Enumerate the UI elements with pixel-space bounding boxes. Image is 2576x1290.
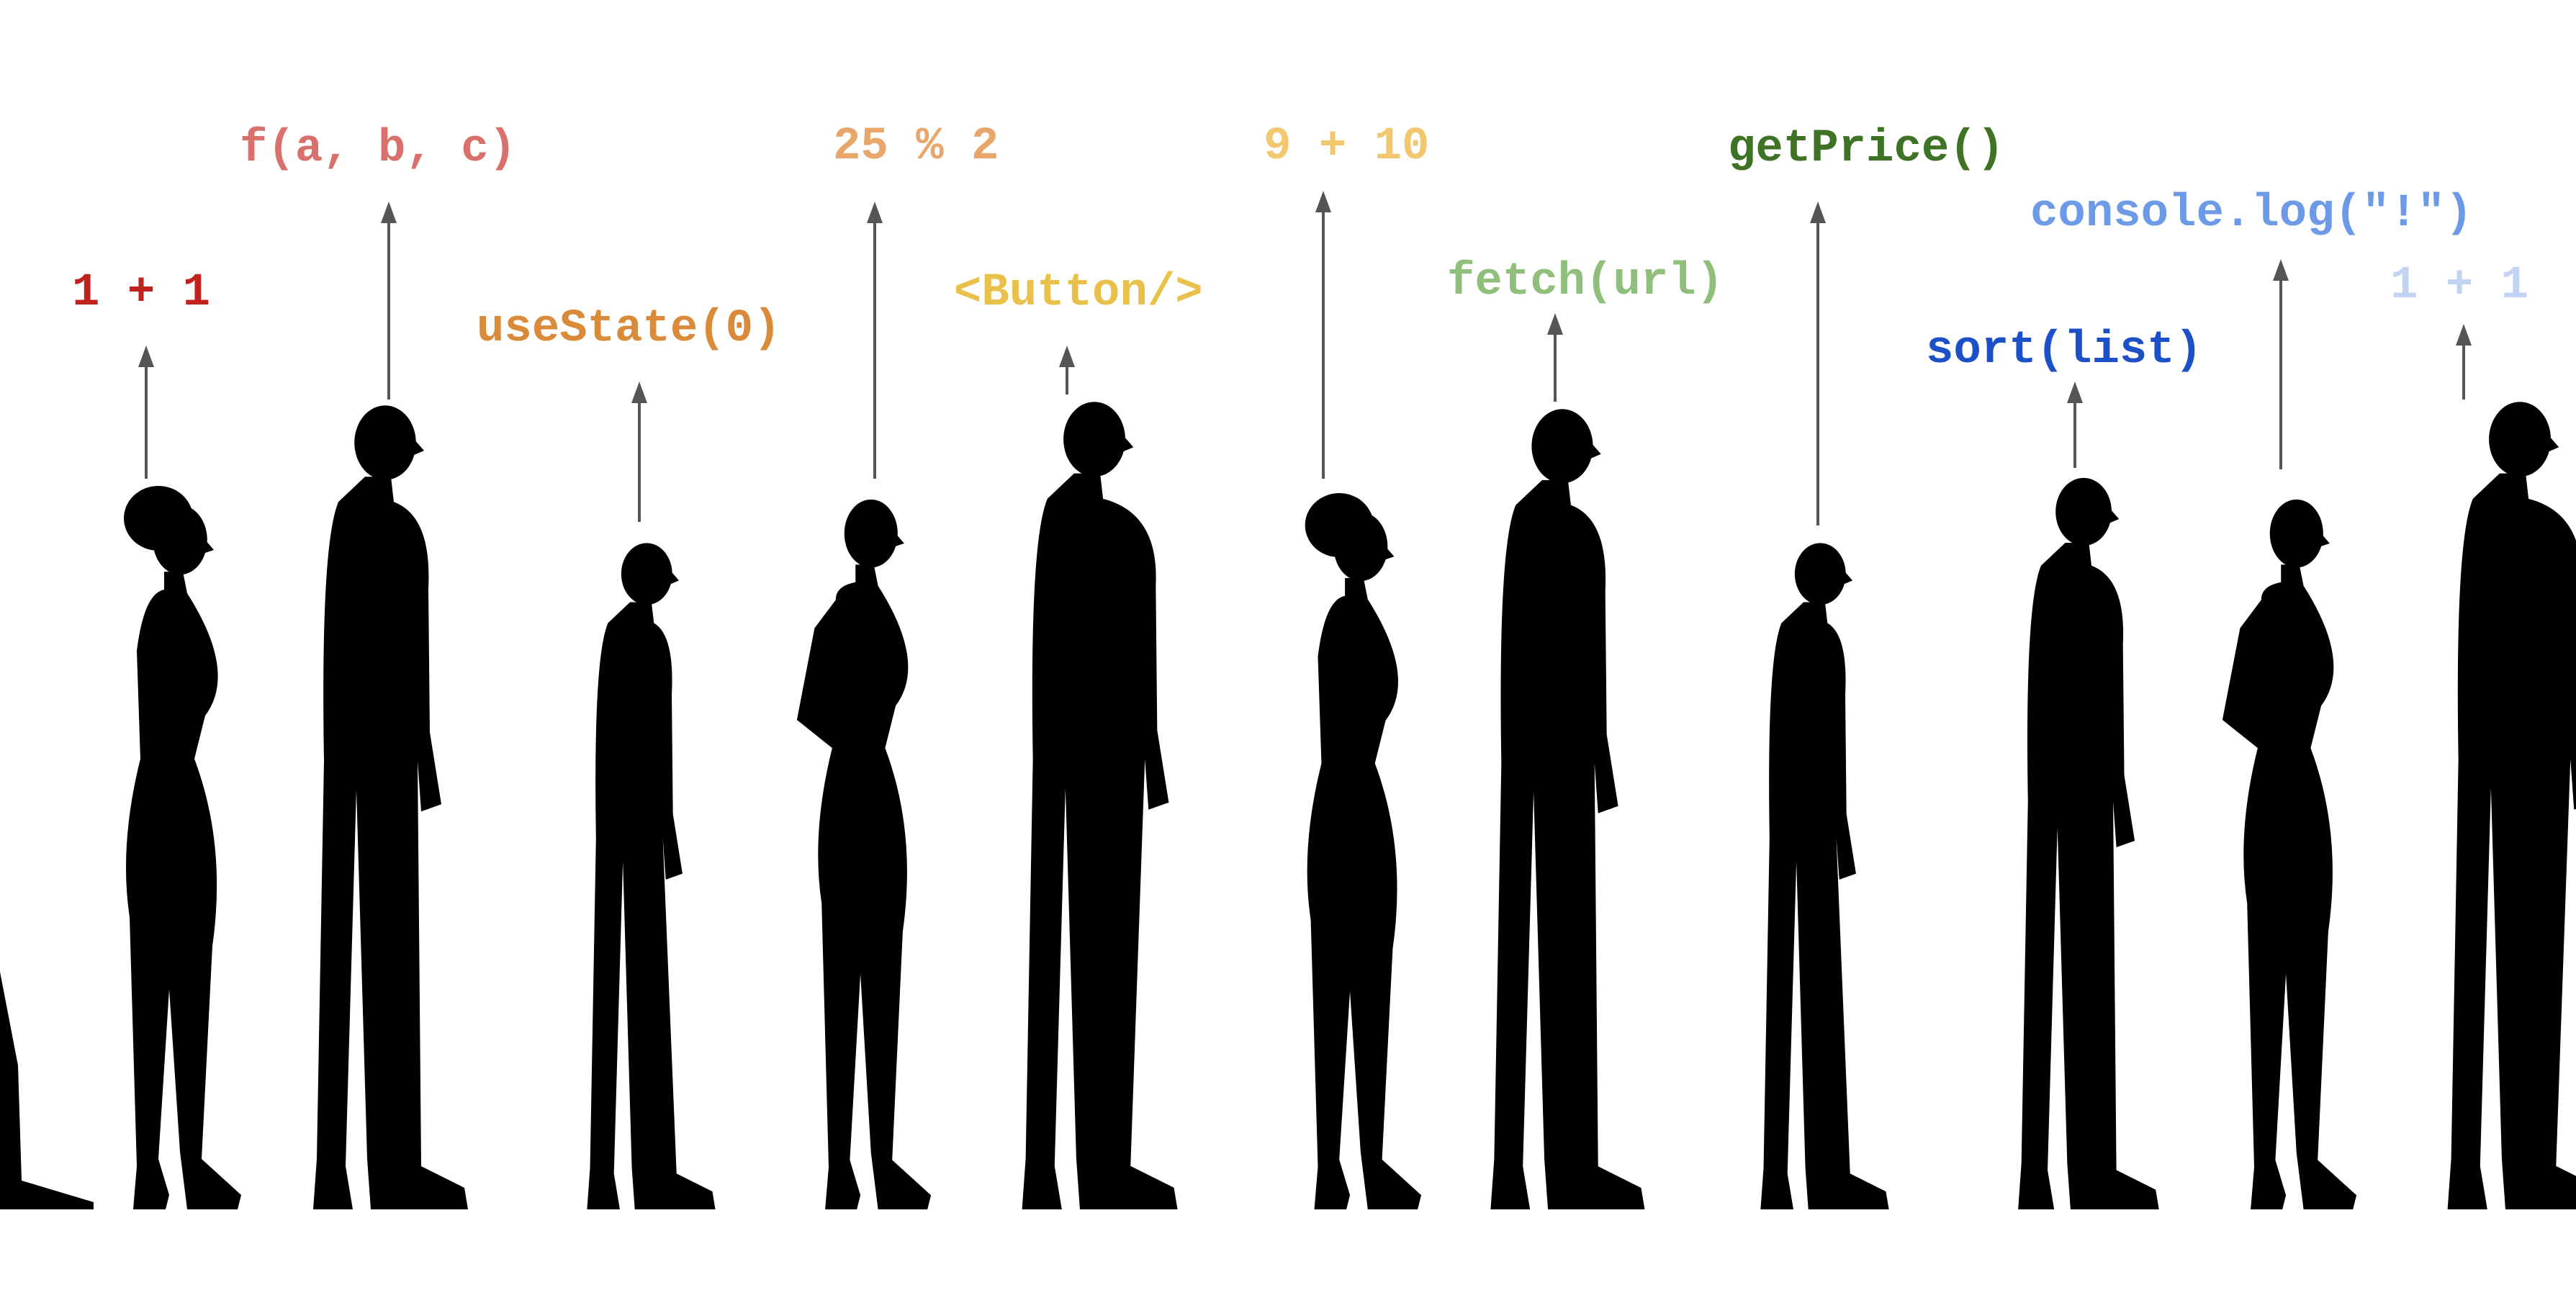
person-silhouette — [1305, 493, 1422, 1209]
arrow-up-icon — [381, 202, 397, 400]
code-expression-label: sort(list) — [1926, 325, 2203, 376]
arrow-up-icon — [2456, 324, 2472, 400]
person-silhouette — [2447, 402, 2576, 1209]
arrow-up-icon — [867, 202, 883, 479]
arrow-up-icon — [138, 346, 154, 479]
arrow-up-icon — [2067, 382, 2083, 468]
person-silhouette — [1490, 409, 1645, 1209]
arrow-up-icon — [1059, 346, 1075, 394]
code-expression-label: 1 + 1 — [2390, 260, 2529, 312]
arrow-up-icon — [1547, 313, 1563, 402]
person-silhouette — [313, 405, 468, 1209]
code-expression-label: <Button/> — [954, 267, 1203, 319]
arrow-up-icon — [2273, 259, 2289, 469]
code-expression-label: 1 + 1 — [72, 267, 211, 319]
code-expression-label: fetch(url) — [1447, 256, 1724, 308]
code-expression-label: f(a, b, c) — [240, 123, 517, 175]
code-expression-label: getPrice() — [1728, 123, 2005, 175]
person-silhouette — [1022, 402, 1178, 1209]
person-silhouette — [2222, 499, 2357, 1209]
person-silhouette — [1760, 543, 1889, 1209]
code-expression-label: 25 % 2 — [833, 121, 999, 173]
arrow-up-icon — [1315, 191, 1331, 479]
code-expression-label: 9 + 10 — [1264, 121, 1430, 173]
person-silhouette — [124, 486, 241, 1209]
person-silhouette — [2018, 477, 2159, 1209]
arrow-up-icon — [631, 382, 647, 522]
code-expression-label: useState(0) — [477, 303, 781, 355]
person-silhouette — [796, 499, 932, 1209]
code-expression-label: console.log("!") — [2030, 188, 2473, 240]
person-silhouette — [587, 543, 716, 1209]
partial-silhouette — [0, 972, 94, 1209]
arrow-up-icon — [1810, 202, 1826, 526]
